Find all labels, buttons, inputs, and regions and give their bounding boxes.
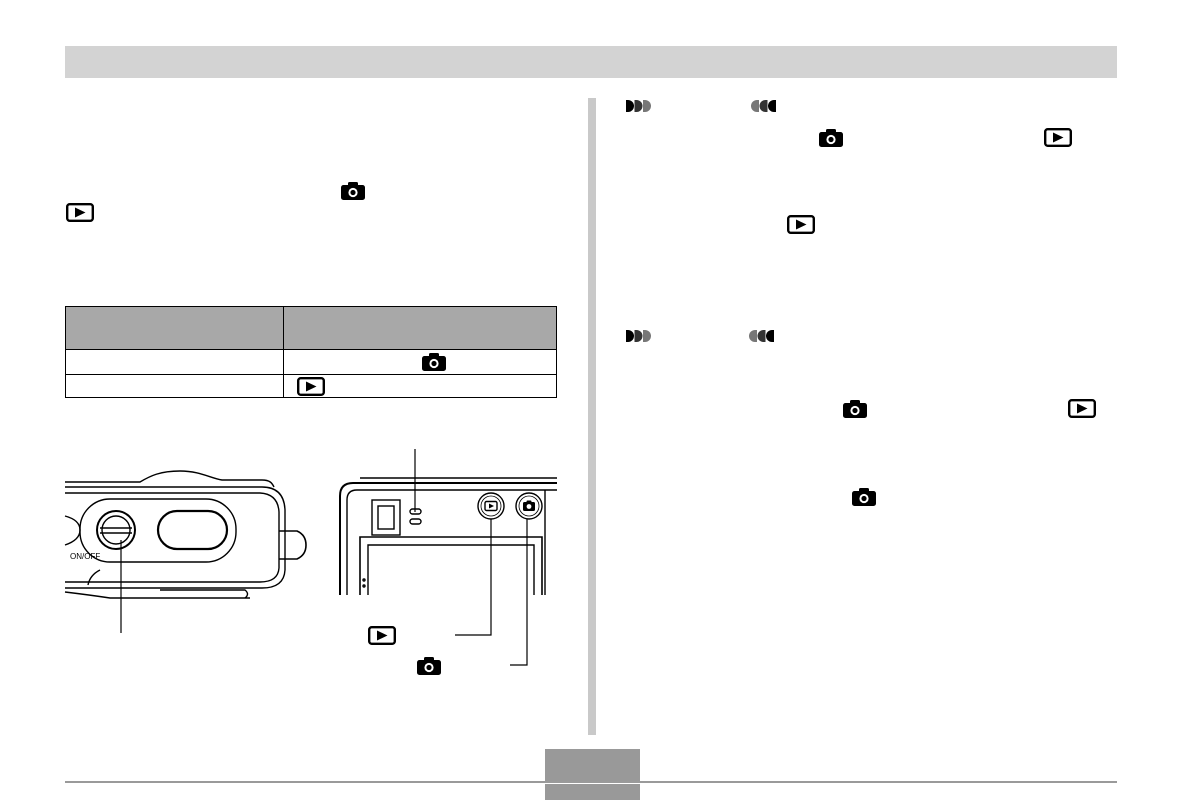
table-cell (284, 350, 556, 374)
camera-top-view-illustration (64, 470, 307, 633)
camera-icon (818, 128, 844, 147)
play-icon (787, 215, 815, 234)
play-icon (297, 377, 325, 396)
table-header-cell (66, 307, 284, 349)
camera-icon (842, 399, 868, 418)
camera-icon (340, 181, 366, 200)
camera-icon (851, 487, 877, 506)
important-marker-open-icon (625, 329, 652, 343)
playback-button-illustration (477, 492, 505, 520)
header-bar (65, 46, 1117, 78)
left-column (65, 98, 565, 738)
table-row (66, 375, 556, 397)
table-header-row (66, 307, 556, 350)
column-divider (588, 98, 596, 735)
play-icon (1068, 399, 1096, 418)
important-marker-close-icon (750, 99, 777, 113)
camera-icon (421, 352, 447, 371)
power-button-label: ON/OFF (70, 552, 100, 561)
right-column (610, 95, 1115, 735)
table-cell (66, 350, 284, 374)
leader-lines (414, 449, 528, 666)
footer-rule (65, 781, 1117, 783)
play-icon (66, 203, 94, 222)
table-cell (66, 375, 284, 397)
important-marker-open-icon (625, 99, 652, 113)
important-marker-close-icon (748, 329, 775, 343)
camera-back-view-illustration (339, 477, 557, 595)
play-icon (368, 626, 396, 645)
table-row (66, 350, 556, 375)
record-button-illustration (515, 492, 543, 520)
play-icon (1044, 128, 1072, 147)
mode-table (65, 306, 557, 398)
page-number-tab (545, 749, 640, 781)
page-number-tab-lower (545, 784, 640, 800)
camera-icon (416, 656, 442, 675)
table-cell (284, 375, 556, 397)
